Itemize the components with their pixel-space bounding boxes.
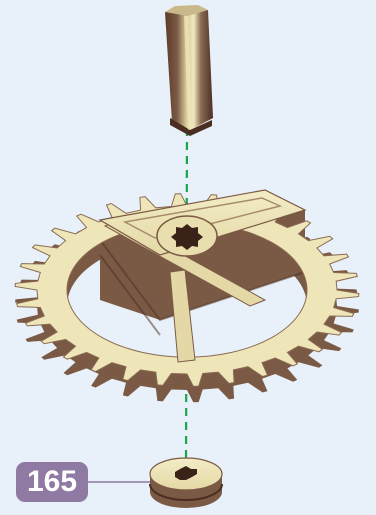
step-number-badge: 165 <box>16 462 88 502</box>
shaft-icon <box>165 5 213 136</box>
washer-icon <box>150 458 222 508</box>
gear-icon <box>15 190 359 402</box>
